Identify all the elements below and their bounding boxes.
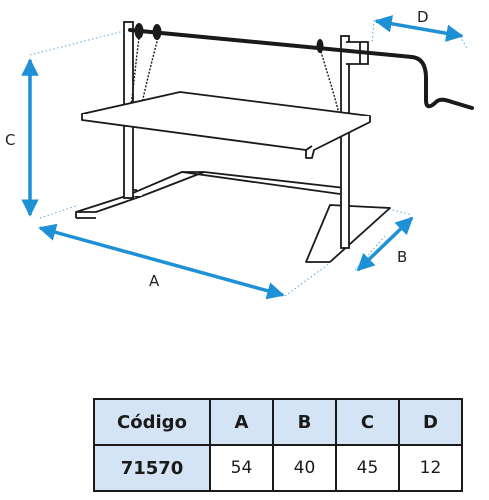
dimension-a-arrow bbox=[38, 223, 285, 300]
dimension-d-label: D bbox=[417, 8, 429, 26]
cell-code: 71570 bbox=[93, 444, 211, 492]
header-b: B bbox=[272, 398, 337, 446]
rotisserie-stand-diagram: A B C D bbox=[5, 8, 474, 300]
header-code: Código bbox=[93, 398, 211, 446]
spit-rod bbox=[128, 28, 474, 110]
header-d: D bbox=[398, 398, 463, 446]
dimension-c-label: C bbox=[5, 131, 15, 149]
dimension-d-arrow bbox=[374, 15, 464, 42]
rod-discs bbox=[134, 23, 324, 53]
dimension-a-label: A bbox=[149, 272, 160, 290]
spec-table: Código A B C D 71570 54 40 45 12 bbox=[93, 398, 463, 492]
header-a: A bbox=[209, 398, 274, 446]
header-c: C bbox=[335, 398, 400, 446]
cell-d: 12 bbox=[398, 444, 463, 492]
dimension-b-arrow bbox=[356, 216, 414, 272]
cell-c: 45 bbox=[335, 444, 400, 492]
dimension-arrows bbox=[21, 15, 464, 300]
spec-table-header-row: Código A B C D bbox=[93, 398, 463, 446]
grill-tray bbox=[81, 91, 371, 159]
table-row: 71570 54 40 45 12 bbox=[93, 444, 463, 492]
cell-b: 40 bbox=[272, 444, 337, 492]
cell-a: 54 bbox=[209, 444, 274, 492]
dimension-b-label: B bbox=[397, 248, 407, 266]
